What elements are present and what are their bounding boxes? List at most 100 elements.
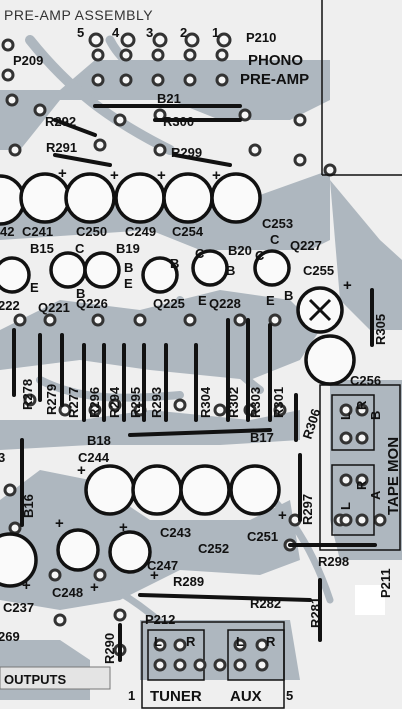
capacitor-row-top: [0, 172, 262, 226]
aux-label-r: R: [266, 634, 276, 649]
polarity-6: +: [77, 462, 86, 479]
pin-1-label: 1: [128, 688, 135, 703]
capacitors-right: [296, 286, 356, 386]
pin-5-label: 5: [286, 688, 293, 703]
resistor-r279: R279: [44, 384, 59, 415]
resistor-r298: R298: [318, 554, 349, 569]
resistor-r305: R305: [373, 314, 388, 345]
tape-mon-jack-block: [319, 384, 401, 551]
resistor-r278: R278: [20, 379, 35, 410]
resistor-r277: R277: [66, 387, 81, 418]
p210-pin-1: 1: [212, 25, 219, 40]
capacitor-c241: C241: [22, 224, 53, 239]
capacitor-c254: C254: [172, 224, 204, 239]
capacitor-c256: C256: [350, 373, 381, 388]
resistor-r290: R290: [102, 633, 117, 664]
resistor-r282: R282: [250, 596, 281, 611]
pin-b-4: B: [226, 263, 235, 278]
polarity-3: +: [157, 167, 166, 184]
jumper-b20: B20: [228, 243, 252, 258]
polarity-2: +: [110, 167, 119, 184]
tape-label-l-bottom: L: [338, 502, 353, 510]
p209-label: P209: [13, 53, 43, 68]
transistor-q226: Q226: [76, 296, 108, 311]
pin-e-3: E: [198, 293, 207, 308]
pin-e-1: E: [124, 276, 133, 291]
resistor-r297: R297: [300, 494, 315, 525]
resistor-r281: R281: [308, 597, 323, 628]
polarity-4: +: [212, 167, 221, 184]
p210-pin-5: 5: [77, 25, 84, 40]
pin-e-2: E: [30, 280, 39, 295]
polarity-5: +: [343, 277, 352, 294]
resistor-r302: R302: [226, 387, 241, 418]
polarity-8: +: [55, 515, 64, 532]
pin-b-2: B: [76, 286, 85, 301]
resistor-r304: R304: [198, 386, 213, 418]
resistor-r299: R299: [171, 145, 202, 160]
pin-c-2: C: [195, 246, 205, 261]
jumper-b21: B21: [157, 91, 181, 106]
resistor-r301: R301: [271, 387, 286, 418]
resistor-269: 269: [0, 629, 20, 644]
transistor-q227: Q227: [290, 238, 322, 253]
p210-pin-4: 4: [112, 25, 120, 40]
capacitor-row-middle: [0, 464, 281, 588]
pin-b-5: B: [284, 288, 293, 303]
phono-title: PHONO: [248, 52, 303, 69]
resistor-r293: R293: [149, 387, 164, 418]
capacitor-c253: C253: [262, 216, 293, 231]
tape-label-r-bottom: R: [354, 480, 369, 490]
aux-title: AUX: [230, 688, 262, 705]
resistor-r289: R289: [173, 574, 204, 589]
capacitor-c237: C237: [3, 600, 34, 615]
aux-label-l: L: [236, 634, 244, 649]
jumper-b18: B18: [87, 433, 111, 448]
polarity-9: +: [119, 519, 128, 536]
capacitor-c255: C255: [303, 263, 334, 278]
pin-b-1: B: [124, 260, 133, 275]
outputs-strip: [0, 666, 111, 690]
p211-label: P211: [378, 568, 393, 598]
transistor-q221: Q221: [38, 300, 70, 315]
capacitor-c243: C243: [160, 525, 191, 540]
p212-label: P212: [145, 612, 175, 627]
cutout-square: [355, 585, 385, 615]
capacitor-c252: C252: [198, 541, 229, 556]
capacitor-c250: C250: [76, 224, 107, 239]
tuner-title: TUNER: [150, 688, 202, 705]
polarity-1: +: [58, 165, 67, 182]
pin-b-3: B: [170, 256, 179, 271]
resistor-r303: R303: [248, 387, 263, 418]
polarity-10: +: [150, 567, 159, 584]
tape-label-b: B: [368, 411, 383, 420]
polarity-11: +: [90, 579, 99, 596]
capacitor-c247: C247: [147, 558, 178, 573]
outputs-title: OUTPUTS: [4, 672, 66, 687]
pin-c-q227: C: [270, 232, 280, 247]
pin-c-1: C: [75, 241, 85, 256]
p210-pin-3: 3: [146, 25, 153, 40]
pin-c-3: C: [255, 248, 265, 263]
vertical-resistors: [12, 288, 374, 522]
resistor-r295: R295: [128, 387, 143, 418]
tuner-label-r: R: [186, 634, 196, 649]
transistor-q228: Q228: [209, 296, 241, 311]
tape-label-l-top: L: [338, 412, 353, 420]
tape-label-r-top: R: [354, 400, 369, 410]
jumper-b15: B15: [30, 241, 54, 256]
jumper-b17: B17: [250, 430, 274, 445]
jumper-b19: B19: [116, 241, 140, 256]
capacitor-c248: C248: [52, 585, 83, 600]
resistor-r292: R292: [45, 114, 76, 129]
p210-label: P210: [246, 30, 276, 45]
pin-e-4: E: [266, 293, 275, 308]
assembly-title: PRE-AMP ASSEMBLY: [4, 7, 153, 23]
tape-mon-title: TAPE MON: [385, 437, 402, 515]
capacitor-c249: C249: [125, 224, 156, 239]
capacitor-42: 42: [0, 224, 14, 239]
tuner-label-l: L: [154, 634, 162, 649]
capacitor-c244: C244: [78, 450, 110, 465]
transistor-row: [0, 249, 291, 294]
